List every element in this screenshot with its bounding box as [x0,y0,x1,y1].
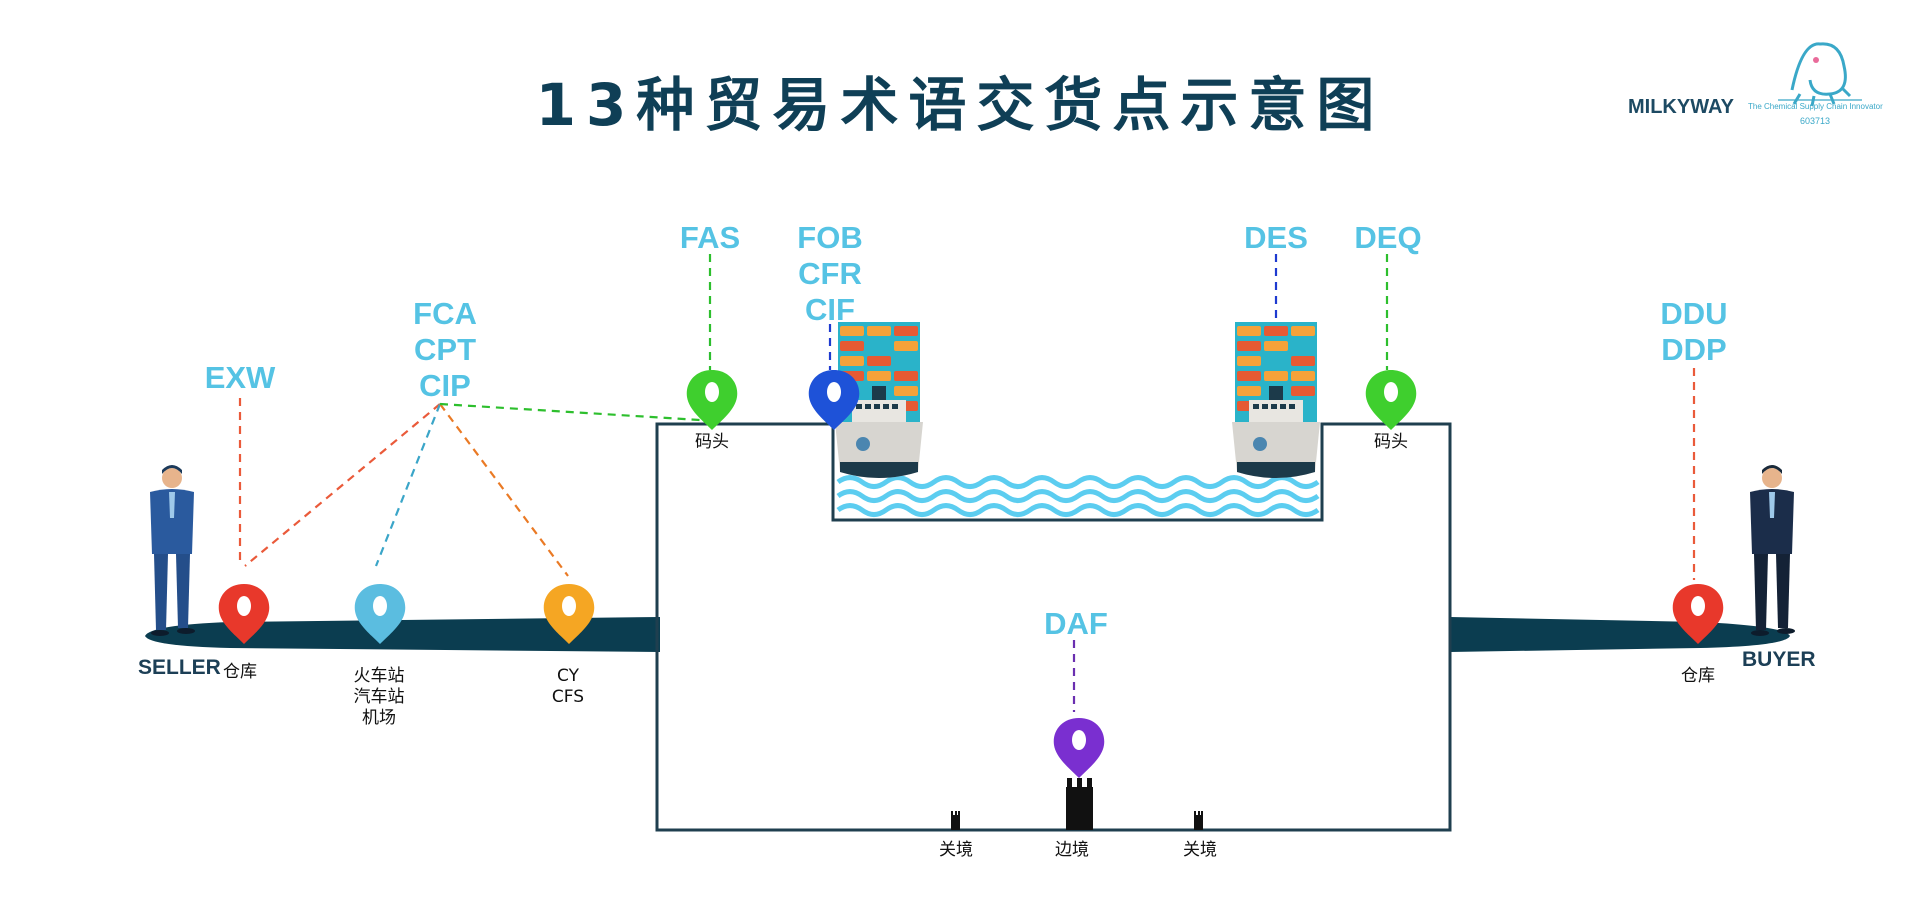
leader-fca-station [374,403,442,567]
leader-fca-wharf [439,402,701,422]
label-buyer: BUYER [1742,648,1816,671]
sea-waves [836,475,1320,517]
label-cy: CY [557,666,579,686]
term-des: DES [1244,220,1308,255]
seller-person-icon [150,465,195,636]
label-customs-right: 关境 [1183,840,1217,860]
page-title: 13种贸易术语交货点示意图 [535,71,1385,139]
leader-fca-cy [439,403,569,577]
term-ddp: DDP [1661,332,1727,367]
pin-ship-rail [808,370,860,430]
pin-border [1053,718,1105,778]
logo-tagline: The Chemical Supply Chain Innovator [1748,102,1883,111]
term-fas: FAS [679,220,741,255]
pin-train-station [354,584,406,644]
logo-code: 603713 [1800,116,1831,126]
label-customs-left: 关境 [939,840,973,860]
label-airport: 机场 [362,708,396,728]
term-fob: FOB [797,220,863,255]
pin-export-wharf [686,370,738,430]
milkyway-logo-icon [1778,42,1862,107]
term-exw: EXW [204,360,276,395]
term-cif: CIF [805,292,855,327]
label-cfs: CFS [551,687,585,707]
pin-import-wharf [1365,370,1417,430]
term-cfr: CFR [798,256,862,291]
logo-name: MILKYWAY [1628,96,1734,118]
customs-tower-left-icon [951,811,960,830]
ground-left [145,617,660,652]
customs-tower-right-icon [1194,811,1203,830]
border-tower-icon [1066,778,1093,830]
term-ddu: DDU [1660,296,1728,331]
term-cip: CIP [419,368,471,403]
label-bus-station: 汽车站 [353,687,405,707]
pin-cy-cfs [543,584,595,644]
label-seller: SELLER [138,656,221,679]
ship-import [1232,322,1320,478]
pin-buyer-warehouse [1672,584,1724,644]
label-import-wharf: 码头 [1374,432,1408,452]
leader-fca-warehouse [244,403,441,567]
term-fca: FCA [413,296,477,331]
ship-export [835,322,923,478]
buyer-person-icon [1750,465,1795,636]
label-border: 边境 [1055,840,1089,860]
term-daf: DAF [1044,606,1108,641]
label-buyer-warehouse: 仓库 [1681,666,1715,686]
label-seller-warehouse: 仓库 [223,662,257,682]
ground-right [1450,617,1790,652]
term-cpt: CPT [414,332,476,367]
label-train-station: 火车站 [353,666,405,686]
leader-lines [238,254,1696,712]
pin-seller-warehouse [218,584,270,644]
label-export-wharf: 码头 [695,432,729,452]
territory-frame [655,422,1452,832]
term-deq: DEQ [1354,220,1422,255]
